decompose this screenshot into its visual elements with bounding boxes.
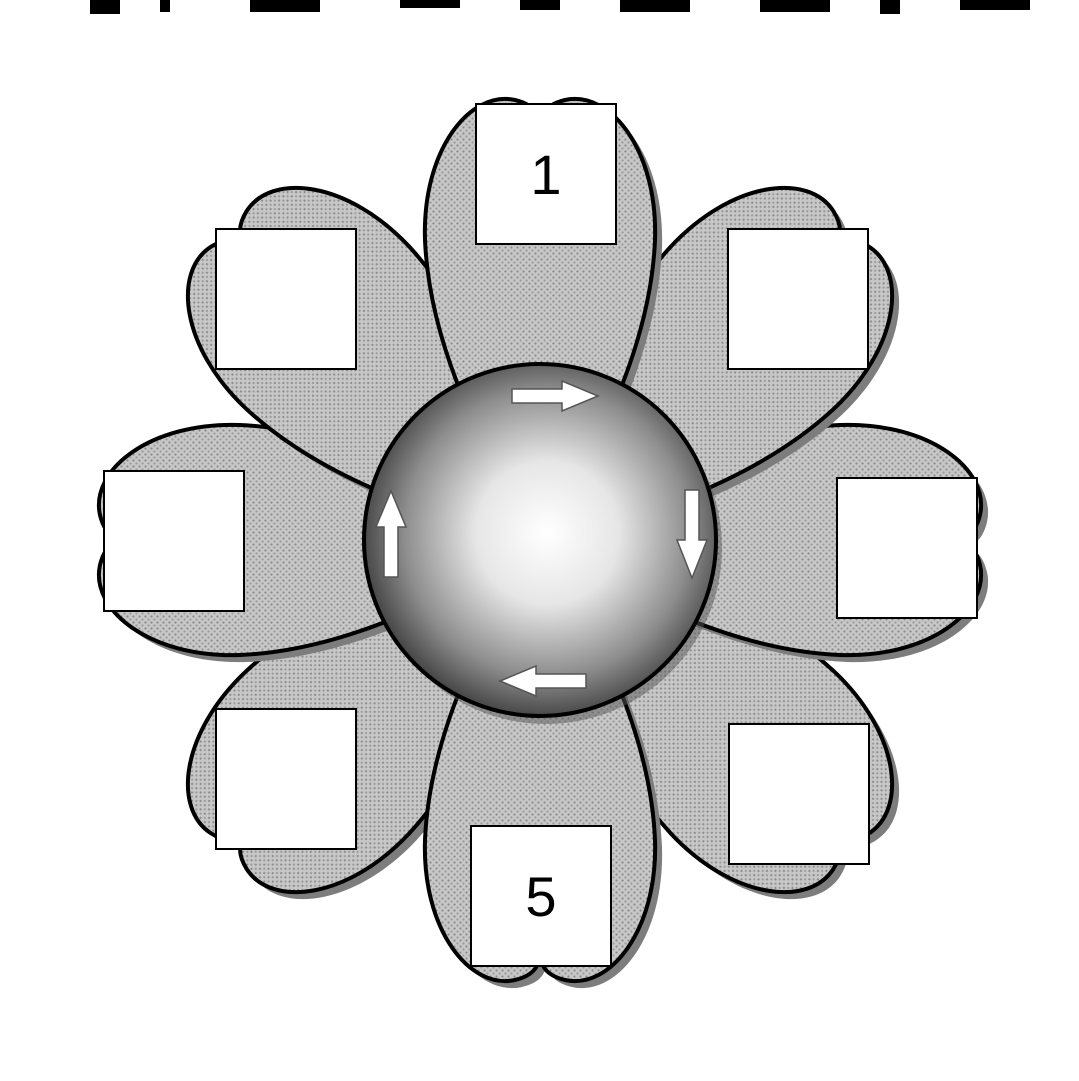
- label-box-top-left: [216, 229, 356, 369]
- label-box-left: [104, 471, 244, 611]
- label-box-bottom-left: [216, 709, 356, 849]
- label-box-top-right: [728, 229, 868, 369]
- label-box-right: [837, 478, 977, 618]
- box-label-top: 1: [530, 143, 561, 206]
- box-label-bottom: 5: [525, 865, 556, 928]
- label-box-bottom-right: [729, 724, 869, 864]
- cropped-top-text: [90, 0, 1030, 14]
